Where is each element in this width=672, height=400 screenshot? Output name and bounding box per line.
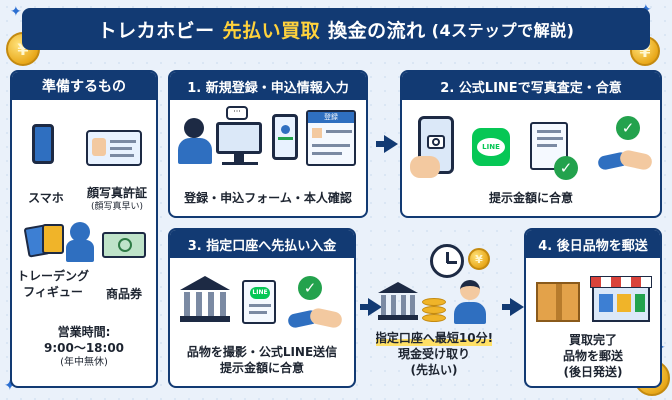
handshake-icon: [286, 306, 344, 330]
bank-icon: [180, 276, 230, 326]
form-label: 登録: [308, 112, 354, 123]
line-document-icon: LINE: [242, 280, 276, 324]
step-2-title: 2. 公式LINEで写真査定・合意: [402, 72, 660, 100]
handshake-icon: [596, 148, 654, 172]
bank-icon: [378, 282, 418, 322]
step-4-title: 4. 後日品物を郵送: [526, 230, 660, 258]
step-3-panel: 3. 指定口座へ先払い入金 LINE ✓ 品物を撮影・公式LINE送信 提示金額…: [168, 228, 356, 388]
page-title: トレカホビー 先払い買取 換金の流れ (4ステップで解説): [22, 8, 650, 50]
cash-caption-line1: 指定口座へ最短10分!: [376, 330, 492, 347]
hours-value: 9:00〜18:00: [43, 341, 125, 356]
line-label: LINE: [477, 138, 505, 156]
title-subtitle: (4ステップで解説): [431, 21, 575, 40]
step-4-caption: 買取完了 品物を郵送 (後日発送): [526, 332, 660, 381]
cash-caption-line2: 現金受け取り: [397, 347, 470, 362]
clock-icon: [430, 244, 464, 278]
step-1-caption: 登録・申込フォーム・本人確認: [184, 191, 352, 205]
step-1-panel: 1. 新規登録・申込情報入力 ··· 登録 登録・申込フォーム・本人確認: [168, 70, 368, 218]
cash-result-caption: 指定口座へ最短10分! 現金受け取り (先払い): [376, 330, 492, 379]
id-card-icon: [86, 130, 142, 166]
smartphone-icon: [32, 124, 54, 164]
preparation-title: 準備するもの: [12, 72, 156, 100]
yen-coin-icon: ¥: [468, 248, 490, 270]
step-3-title: 3. 指定口座へ先払い入金: [170, 230, 354, 258]
check-icon: ✓: [554, 156, 578, 180]
line-app-icon: LINE: [472, 128, 510, 166]
step-4-panel: 4. 後日品物を郵送 買取完了 品物を郵送 (後日発送): [524, 228, 662, 388]
hours-label: 営業時間:: [57, 325, 111, 339]
prep-item-label: トレーデング フィギュー: [16, 269, 89, 300]
step-2-caption: 提示金額に合意: [488, 191, 573, 205]
cash-result-panel: ¥ 指定口座へ最短10分! 現金受け取り (先払い): [376, 240, 492, 388]
arrow-right-icon: [502, 298, 524, 316]
prep-item-label: スマホ: [28, 191, 64, 205]
arrow-right-icon: [376, 135, 398, 153]
step-3-caption: 品物を撮影・公式LINE送信 提示金額に合意: [170, 344, 354, 376]
step-1-title: 1. 新規登録・申込情報入力: [170, 72, 366, 100]
registration-form-icon: 登録: [306, 110, 356, 166]
hours-note: (年中無休): [60, 357, 108, 369]
cards-figure-icon: [23, 222, 96, 266]
id-note: (顔写真早い): [90, 202, 144, 213]
title-prefix: トレカホビー: [97, 19, 215, 42]
prep-item-label: 顔写真許証 (顔写真早い): [78, 185, 156, 213]
step-4-caption-line1: 買取完了: [568, 333, 617, 347]
check-icon: ✓: [298, 276, 322, 300]
phone-profile-icon: [272, 114, 298, 160]
preparation-panel: 準備するもの スマホ 顔写真許証 (顔写真早い) トレーデング フィギュー 商品…: [10, 70, 158, 388]
shop-icon: [590, 276, 652, 324]
hand-icon: [410, 156, 440, 178]
title-highlight: 先払い買取: [222, 19, 321, 42]
coin-stack-icon: [422, 298, 446, 324]
arrow-right-icon: [360, 298, 382, 316]
step-4-caption-line2: 品物を郵送: [562, 349, 623, 364]
person-icon: [452, 280, 488, 324]
step-3-caption-line1: 品物を撮影・公式LINE送信: [186, 345, 338, 359]
business-hours: 営業時間: 9:00〜18:00 (年中無休): [12, 324, 156, 370]
prep-item-label: 商品券: [105, 287, 142, 301]
step-2-panel: 2. 公式LINEで写真査定・合意 LINE ✓ ✓ 提示金額に合意: [400, 70, 662, 218]
person-computer-icon: [178, 112, 268, 172]
step-3-caption-line2: 提示金額に合意: [219, 361, 304, 376]
chat-bubble-icon: ···: [226, 106, 248, 120]
id-label: 顔写真許証: [86, 186, 147, 200]
step-4-caption-line3: (後日発送): [563, 365, 623, 380]
title-suffix: 換金の流れ: [328, 19, 426, 42]
package-box-icon: [536, 282, 580, 322]
sparkle-icon: ✦: [4, 378, 16, 394]
cash-caption-line3: (先払い): [410, 363, 458, 378]
sparkle-icon: ✦: [10, 4, 22, 20]
line-label: LINE: [250, 287, 270, 299]
voucher-icon: [102, 232, 146, 258]
check-icon: ✓: [616, 116, 640, 140]
